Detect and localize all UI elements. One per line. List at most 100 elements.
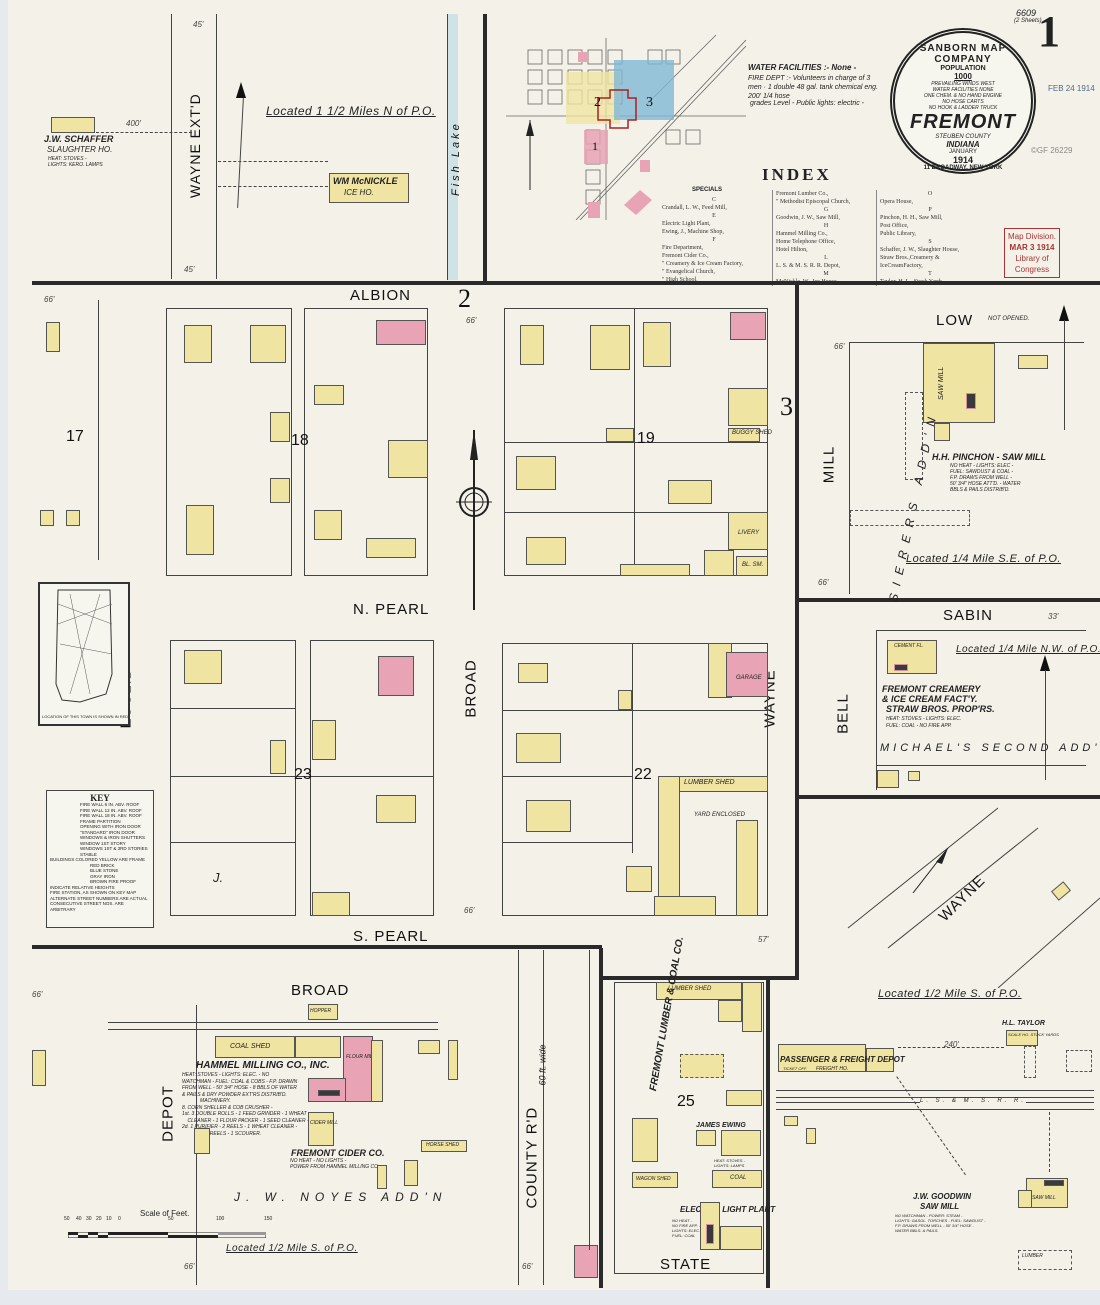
brick-building [730,312,766,340]
distance-line [1049,1112,1051,1172]
street-width: 45' [193,20,204,29]
outbuilding [377,1165,387,1189]
seal-town: FREMONT [910,111,1016,133]
index-entry[interactable]: " Creamery & Ice Cream Factory, [662,261,744,267]
scale-tick: 0 [118,1216,121,1222]
lot-line [502,842,632,843]
dwelling [186,505,214,555]
electric-plant-annex [720,1226,762,1250]
shoreline [447,14,448,280]
index-entry[interactable]: Ewing, J., Machine Shop, [662,229,724,235]
cider-mill [308,1112,334,1146]
cider-mill-label: CIDER MILL [310,1120,339,1126]
index-entry[interactable]: L. S. & M. S. R. R. Depot, [776,263,841,269]
street-label-state: STATE [660,1256,712,1273]
lumber-pile [850,510,970,526]
street-label-bell: BELL [834,693,852,734]
index-entry[interactable]: Opera House, [880,199,913,205]
index-letter: E [712,213,716,219]
coal-label: COAL [730,1175,747,1181]
index-entry[interactable]: Electric Light Plant, [662,221,711,227]
index-column-3: O Opera House, P Pinchon, H. H., Saw Mil… [876,190,980,286]
dwelling [32,1050,46,1086]
creamery-line2: & ICE CREAM FACT'Y. [882,694,978,704]
seal-population: 1000 [954,72,972,81]
boiler [894,664,908,671]
index-entry[interactable]: Hotel Hilton, [776,247,808,253]
index-entry[interactable]: " Evangelical Church, [662,269,715,275]
panel-divider [798,795,1100,799]
scale-tick: 150 [264,1216,273,1222]
index-letter: P [928,207,932,213]
seal-notes: PREVAILING WINDS WEST WATER FACILITIES N… [895,81,1031,111]
mcnickle-name: WM McNICKLE [333,176,398,186]
index-entry[interactable]: Pinchon, H. H., Saw Mill, [880,215,943,221]
poultry-house [404,1160,418,1186]
index-entry[interactable]: " Methodist Episcopal Church, [776,199,851,205]
hammel-notes: HEAT: STOVES - LIGHTS: ELEC. - NO WATCHM… [182,1072,309,1137]
railroad-spur [108,1022,438,1030]
index-entry[interactable]: Hammel Milling Co., [776,231,828,237]
index-entry[interactable]: Fire Department, [662,245,703,251]
taylor-name: H.L. TAYLOR [1002,1020,1045,1027]
key-line: WINDOWS & IRON SHUTTERS [80,835,145,840]
freight-house-label: FREIGHT HO. [816,1066,849,1072]
street-label-wayne-extd: WAYNE EXT'D [187,93,203,198]
block-18-west [166,308,292,576]
dwelling [590,325,630,370]
street-line [876,630,877,790]
hopper-label: HOPPER [310,1008,332,1014]
low-not-opened: NOT OPENED. [988,316,1030,322]
index-entry[interactable]: Straw Bros.,Creamery & IceCreamFactory, [880,255,940,269]
horse-shed-label: HORSE SHED [426,1142,460,1148]
goodwin-saw-mill-label: SAW MILL [1032,1195,1056,1201]
index-entry[interactable]: Crandall, L. W., Feed Mill, [662,205,727,211]
county-rd-width: 60 ft. wide [537,1044,548,1086]
hammel-name: HAMMEL MILLING CO., INC. [196,1060,330,1071]
street-line [543,950,544,1285]
inset-caption: LOCATION OF THIS TOWN IS SHOWN IN RED [42,714,129,719]
street-width: 66' [44,295,55,304]
railroad-main-track [776,1090,1094,1098]
dwelling [520,325,544,365]
north-arrow-icon [1040,655,1050,671]
grain-elevator [295,1036,341,1058]
panel-divider [766,979,770,1288]
stable [270,412,290,442]
location-note-creamery: Located 1/4 Mile N.W. of P.O. [956,644,1100,655]
index-entry[interactable]: Post Office, [880,223,909,229]
location-note-sierers: Located 1/4 Mile S.E. of P.O. [906,553,1061,565]
engine-boiler [966,393,976,409]
railroad-label: L. S. & M. S. R. R. [920,1098,1027,1104]
scale-tick: 30 [86,1216,92,1222]
index-entry[interactable]: Fremont Cider Co., [662,253,709,259]
lumber-shed [742,982,762,1032]
lot-line [632,643,633,853]
index-letter: C [711,197,716,203]
index-entry[interactable]: Public Library, [880,231,916,237]
index-letter: L [824,255,828,261]
index-specials-label: SPECIALS [692,187,723,193]
key-title: KEY [90,793,110,803]
railroad-track [589,950,590,1250]
index-entry[interactable]: Goodwin, J. W., Saw Mill, [776,215,840,221]
street-label-broad-horizontal: BROAD [291,982,350,999]
lumber-pile [905,392,923,480]
dwelling [516,456,556,490]
street-label-low: LOW [936,312,974,329]
index-entry[interactable]: " High School, [662,277,698,283]
coal-fertilizer-shed [418,1040,440,1054]
index-entry[interactable]: Home Telephone Office, [776,239,836,245]
index-entry[interactable]: Fremont Lumber Co., [776,191,829,197]
panel-divider [483,14,487,282]
stable [728,388,768,426]
stable [194,1128,210,1154]
distance-line [218,161,328,162]
index-entry[interactable]: Schaffer, J. W., Slaughter House, [880,247,960,253]
loading-pen [1066,1050,1092,1072]
street-label-county-rd: COUNTY R'D [523,1106,541,1209]
stable [632,1118,658,1162]
key-line: BROWN FIRE PROOF [90,879,136,884]
seal-address: 11 BROADWAY, NEW YORK [923,165,1003,171]
street-width: 66' [184,1262,195,1271]
